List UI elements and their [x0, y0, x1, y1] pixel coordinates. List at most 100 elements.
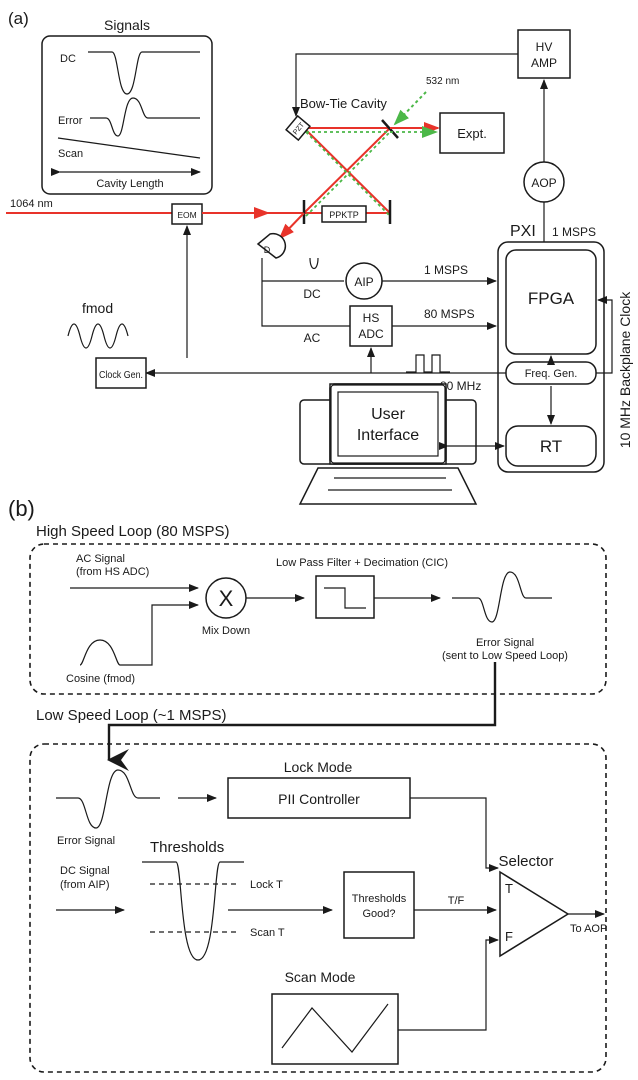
pzt-mirror — [285, 114, 311, 142]
bow-tie-label: Bow-Tie Cavity — [300, 96, 387, 111]
signals-error-trace — [90, 97, 200, 137]
error-wave — [452, 571, 552, 623]
scan-to-selector — [398, 936, 499, 1031]
dc-label: DC — [303, 287, 321, 301]
laptop-screen-bg — [331, 385, 445, 463]
pxi-label: PXI — [510, 223, 536, 240]
mix-down-label: Mix Down — [202, 625, 250, 637]
hv-amp-line2: AMP — [531, 56, 557, 70]
scan-mode-box — [271, 993, 399, 1065]
signals-scan-label: Scan — [58, 148, 83, 160]
fpga-box — [505, 249, 597, 355]
fmod-label: fmod — [82, 300, 113, 316]
thresholds-title: Thresholds — [150, 839, 224, 856]
fpga-label: FPGA — [528, 289, 575, 308]
selector-label: Selector — [498, 853, 553, 870]
cosine-wave — [79, 601, 199, 666]
tf-label: T/F — [448, 895, 465, 907]
lpf-label: Low Pass Filter + Decimation (CIC) — [276, 557, 448, 569]
ac-label: AC — [304, 331, 321, 345]
cosine-label: Cosine (fmod) — [66, 673, 135, 685]
signals-error-label: Error — [58, 115, 83, 127]
low-speed-title: Low Speed Loop (~1 MSPS) — [36, 707, 227, 724]
clock-gen-label: Clock Gen. — [99, 370, 143, 381]
pii-box — [227, 777, 411, 819]
detector — [256, 232, 287, 259]
hs-adc-line2: ADC — [358, 327, 384, 341]
dc-signal-line1: DC Signal — [60, 865, 110, 877]
hv-amp-line1: HV — [536, 40, 553, 54]
selector-triangle — [499, 870, 570, 958]
aip-label: AIP — [354, 275, 373, 289]
laser-532-beam — [393, 91, 427, 126]
selector-t-label: T — [505, 881, 513, 896]
signals-title: Signals — [104, 17, 150, 33]
signals-scan-trace — [57, 137, 201, 159]
mixer-symbol: X — [219, 586, 234, 611]
aop-label: AOP — [531, 176, 556, 190]
pii-label: PII Controller — [278, 791, 360, 807]
clock-80mhz-label: 80 MHz — [440, 379, 481, 393]
bow-tie-beams — [303, 127, 391, 217]
freq-gen-label: Freq. Gen. — [525, 368, 578, 380]
error-signal-line2: (sent to Low Speed Loop) — [442, 650, 568, 662]
error-signal-line1: Error Signal — [476, 637, 534, 649]
lock-t-label: Lock T — [250, 879, 283, 891]
ac-signal-line2: (from HS ADC) — [76, 566, 149, 578]
expt-box — [439, 112, 505, 154]
laser-532-label: 532 nm — [426, 76, 459, 87]
rate-1msps-aip: 1 MSPS — [424, 263, 468, 277]
high-speed-title: High Speed Loop (80 MSPS) — [36, 523, 229, 540]
user-interface-line2: Interface — [357, 427, 419, 444]
ppktp-crystal — [321, 205, 367, 223]
scan-mode-label: Scan Mode — [285, 969, 356, 985]
rate-1msps-aop: 1 MSPS — [552, 225, 596, 239]
ppktp-label: PPKTP — [329, 210, 359, 220]
dc-dip-glyph — [309, 257, 319, 270]
cavity-length-label: Cavity Length — [96, 178, 163, 190]
rt-label: RT — [540, 437, 562, 456]
dc-signal-line2: (from AIP) — [60, 879, 110, 891]
threshold-dip — [142, 861, 244, 961]
eom-label: EOM — [177, 210, 196, 220]
to-aop-label: To AOP — [570, 923, 607, 935]
laser-1064-label: 1064 nm — [10, 198, 53, 210]
pii-to-selector — [410, 797, 499, 872]
high-speed-loop-box — [29, 543, 607, 695]
thresholds-good-box — [343, 871, 415, 939]
signals-dc-label: DC — [60, 53, 76, 65]
thresholds-good-line2: Good? — [362, 908, 395, 920]
thresholds-good-line1: Thresholds — [352, 893, 407, 905]
laptop-screen — [330, 384, 446, 464]
selector-f-label: F — [505, 929, 513, 944]
expt-label: Expt. — [457, 126, 487, 141]
clock-80mhz-glyph — [406, 354, 450, 373]
backplane-clock-wire — [596, 296, 613, 374]
loop-connector — [107, 662, 497, 771]
reflected-beam — [278, 212, 305, 240]
lpf-glyph — [324, 587, 366, 609]
lock-mode-label: Lock Mode — [284, 759, 353, 775]
panel-b-label: (b) — [8, 496, 35, 521]
clock-gen-box — [95, 357, 147, 389]
user-interface-line1: User — [371, 406, 405, 423]
signals-dc-trace — [88, 51, 200, 95]
low-error-wave — [56, 769, 160, 829]
scan-t-label: Scan T — [250, 927, 285, 939]
hs-adc-line1: HS — [363, 311, 380, 325]
backplane-clock-label: 10 MHz Backplane Clock — [617, 291, 633, 448]
detector-label: D — [264, 245, 271, 255]
rate-80msps: 80 MSPS — [424, 307, 475, 321]
panel-a-label: (a) — [8, 9, 29, 28]
hv-amp-box — [517, 29, 571, 79]
laptop-screen-inner — [337, 391, 439, 457]
signals-box — [41, 35, 213, 195]
fmod-wave — [67, 323, 129, 349]
rt-box — [505, 425, 597, 467]
scan-triangle-wave — [281, 1003, 389, 1053]
low-speed-loop-box — [29, 743, 607, 1073]
hv-to-pzt-wire — [292, 53, 518, 117]
low-error-label: Error Signal — [57, 835, 115, 847]
ac-signal-line1: AC Signal — [76, 553, 125, 565]
